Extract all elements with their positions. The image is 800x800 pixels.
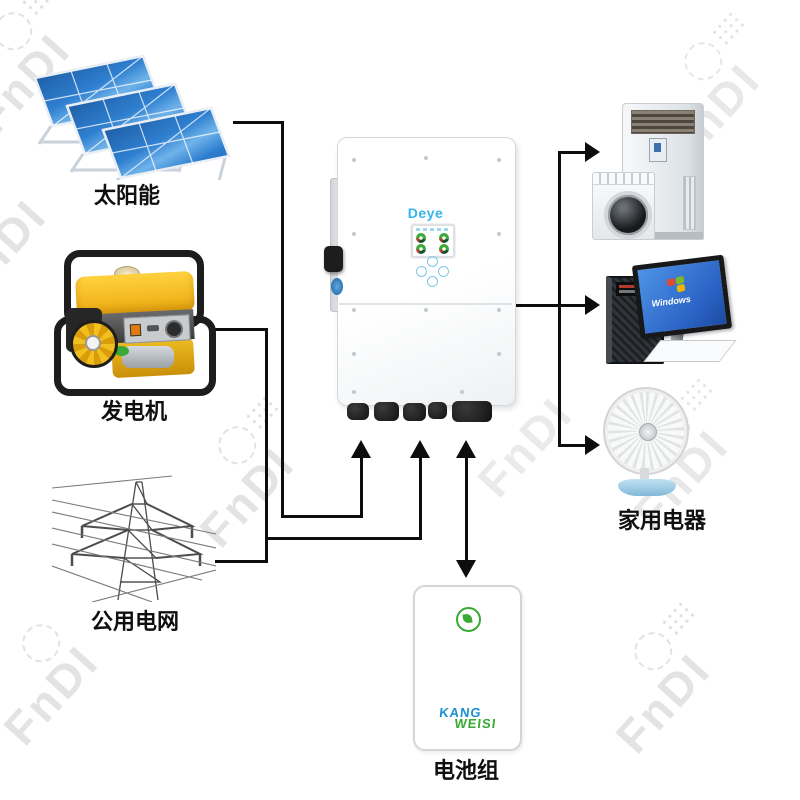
sun-icon (676, 34, 731, 88)
monitor-image: Windows (631, 254, 733, 340)
inverter-connector (452, 401, 492, 422)
washer-door (604, 191, 652, 239)
keyboard-image (643, 340, 737, 362)
status-icon (427, 276, 438, 287)
screw (352, 308, 356, 312)
battery-eco-logo-icon (456, 607, 481, 632)
inverter-brand-logo: Deye (407, 205, 444, 221)
watermark: FnDI (0, 189, 57, 309)
display-header (416, 228, 448, 231)
arrow-up-icon (351, 440, 371, 458)
screw (497, 232, 501, 236)
status-icon (416, 266, 427, 277)
washing-machine-image (592, 172, 655, 240)
windows-text: Windows (650, 293, 692, 309)
generator-socket (146, 324, 160, 332)
battery-brand-bottom: WEISI (453, 716, 498, 731)
battery-pack-image: KANG WEISI (413, 585, 522, 751)
screw (497, 158, 501, 162)
solar-label: 太阳能 (93, 183, 160, 208)
fan-hub (639, 423, 657, 441)
status-icon (438, 266, 449, 277)
connector-line-loads (558, 151, 586, 154)
screw (424, 156, 428, 160)
generator-switch (129, 323, 142, 337)
sun-icon (210, 418, 265, 472)
ac-base (623, 232, 703, 239)
screw (352, 390, 356, 394)
appliances-label: 家用电器 (617, 508, 706, 533)
arrow-right-icon (585, 142, 600, 162)
air-conditioner-image (622, 103, 704, 240)
arrow-up-icon (456, 440, 476, 458)
connector-line-solar (360, 458, 363, 518)
generator-label: 发电机 (100, 399, 167, 424)
inverter-connector (374, 402, 399, 421)
ac-display (649, 138, 667, 162)
status-icon (427, 256, 438, 267)
power-tower-image (52, 475, 216, 602)
battery-brand: KANG WEISI (415, 705, 520, 731)
arrow-right-icon (585, 295, 600, 315)
screw (352, 232, 356, 236)
watermark: FnDI (605, 600, 722, 763)
connector-line-solar (281, 515, 363, 518)
connector-line-solar (233, 121, 283, 124)
screw (497, 352, 501, 356)
ac-slats (683, 176, 696, 230)
connector-line-loads (558, 444, 586, 447)
connector-line-generator (265, 328, 268, 563)
inverter-connector (403, 403, 426, 421)
gauge-icon (416, 244, 426, 254)
inverter-display (411, 224, 455, 258)
windows-logo-icon (666, 275, 687, 296)
connector-line-loads (558, 151, 561, 447)
ac-vent (631, 110, 695, 134)
fan-neck (640, 468, 649, 483)
generator-recoil-starter (70, 320, 118, 368)
leaf-icon (462, 613, 473, 624)
screw (460, 390, 464, 394)
dots-pattern (242, 394, 281, 433)
inverter-seam (339, 303, 512, 305)
inverter-button (331, 278, 343, 295)
generator-muffler (122, 346, 174, 368)
dots-pattern (658, 600, 697, 639)
arrow-up-icon (410, 440, 430, 458)
connector-line-loads (514, 304, 561, 307)
inverter-dc-switch (324, 246, 343, 272)
washer-controls (593, 173, 654, 185)
generator-sticker (114, 346, 129, 356)
screw (424, 308, 428, 312)
gauge-icon (439, 233, 449, 243)
battery-label: 电池组 (432, 758, 499, 783)
grid-label: 公用电网 (90, 609, 179, 634)
connector-line-grid (215, 560, 268, 563)
watermark: FnDI (0, 616, 109, 755)
connector-line-generator (419, 458, 422, 540)
connector-line-battery (465, 458, 468, 562)
arrow-down-icon (456, 560, 476, 578)
table-fan-image (603, 387, 689, 475)
sun-icon (626, 624, 681, 678)
screw (352, 352, 356, 356)
generator-image (52, 250, 216, 396)
solar-panels-image (33, 54, 231, 180)
dots-pattern (18, 0, 57, 19)
gauge-icon (439, 244, 449, 254)
connector-line-generator (265, 537, 422, 540)
connector-line-loads (561, 304, 586, 307)
generator-outlet (164, 319, 184, 339)
fan-base (618, 479, 676, 496)
screw (352, 158, 356, 162)
arrow-right-icon (585, 435, 600, 455)
gauge-icon (416, 233, 426, 243)
inverter-connector (347, 403, 369, 420)
connector-line-generator (215, 328, 268, 331)
connector-line-solar (281, 121, 284, 518)
inverter-connector (428, 402, 447, 419)
screw (497, 308, 501, 312)
generator-control-panel (123, 314, 191, 344)
dots-pattern (708, 10, 747, 49)
